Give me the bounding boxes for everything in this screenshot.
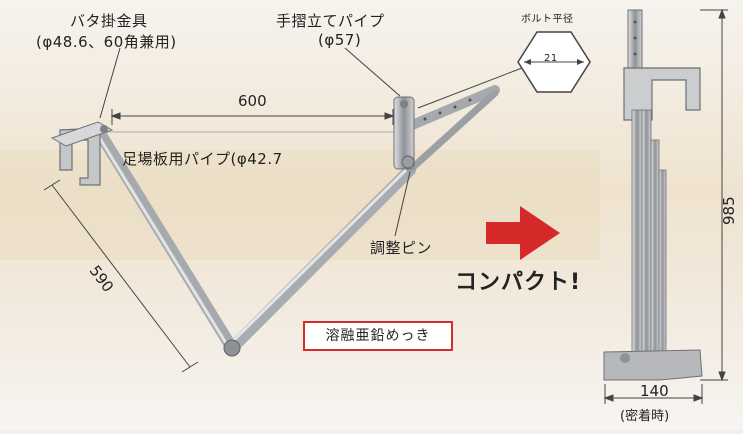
leader-lines [99,47,523,237]
handrail-socket [393,96,415,170]
compact-label: コンパクト! [455,270,582,295]
span-length-value: 600 [238,92,267,110]
adjust-pin [401,155,415,169]
plank-pipe-label: 足場板用パイプ(φ42.7 [122,150,283,168]
bolt-hexagon [517,31,591,93]
folded-base [603,349,703,381]
dimension-140 [603,384,704,404]
adjust-pin-label: 調整ピン [370,239,433,257]
dimension-600 [110,109,395,125]
bata-fitting-spec: (φ48.6、60角兼用) [36,33,177,51]
handrail-pipe-spec: (φ57) [318,31,362,49]
folded-width-value: 140 [640,382,669,400]
folded-bracket [603,9,703,381]
bolt-width-label: ボルト平径 [521,14,574,25]
slide-bar [400,85,500,133]
bottom-joint [223,339,241,357]
brace-pipe [226,164,416,354]
folded-width-note: (密着時) [620,409,670,424]
folded-height-value: 985 [720,196,738,225]
compact-arrow [486,206,560,260]
arm-pipe [92,124,238,354]
bata-clamp [50,121,114,147]
dimension-590 [43,179,199,373]
handrail-pipe-label: 手摺立てパイプ [276,12,385,30]
bolt-size-value: 21 [544,53,558,64]
galvanized-badge: 溶融亜鉛めっき [303,321,453,351]
bracket-assembly [50,85,500,357]
dimension-985 [700,8,728,382]
bata-fitting-label: バタ掛金具 [70,12,148,30]
